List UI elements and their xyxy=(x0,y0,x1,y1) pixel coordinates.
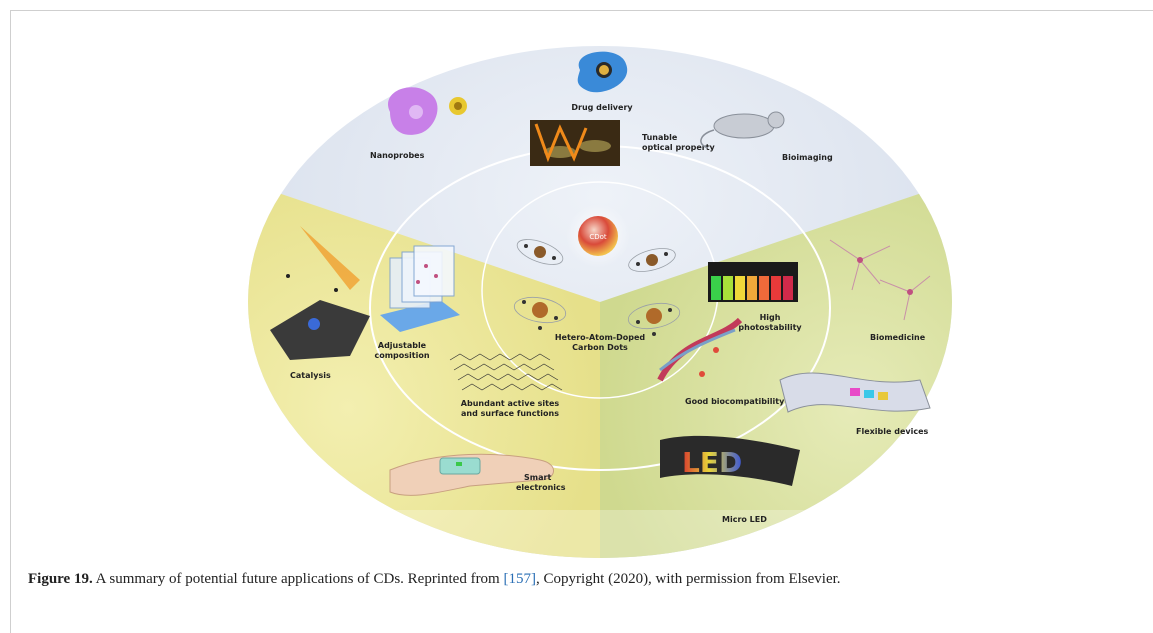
figure-label: Figure 19. xyxy=(28,571,93,587)
adjustable-composition-icon xyxy=(380,245,460,332)
cdot-badge: CDot xyxy=(589,233,607,241)
flexible-devices-icon xyxy=(779,372,931,413)
drug-delivery-cell-icon xyxy=(577,51,628,93)
photostability-vials-icon xyxy=(708,262,798,302)
caption-text-after: , Copyright (2020), with permission from… xyxy=(535,571,841,587)
catalysis-surface-icon xyxy=(270,226,370,360)
tunable-optical-image xyxy=(530,120,620,166)
catalysis-label: Catalysis xyxy=(290,371,331,380)
abundant-line1: Abundant active sites xyxy=(461,399,560,408)
micro-led-icon: LED xyxy=(660,435,800,486)
smart-line2: electronics xyxy=(516,483,566,492)
flexible-label: Flexible devices xyxy=(856,427,928,436)
caption-text-before: A summary of potential future applicatio… xyxy=(92,571,504,587)
drug-delivery-label: Drug delivery xyxy=(571,103,633,112)
atom-icons xyxy=(513,239,681,336)
high-photo-line1: High xyxy=(760,313,781,322)
bioimaging-mouse-icon xyxy=(700,111,785,149)
citation-link[interactable]: [157] xyxy=(503,571,536,587)
adjustable-line1: Adjustable xyxy=(378,341,427,350)
dna-helix-icon xyxy=(657,317,743,382)
atom-icon xyxy=(513,296,567,330)
led-text: LED xyxy=(682,446,742,479)
biomedicine-neurons-icon xyxy=(829,239,931,321)
diagram-svg: CDot Hetero-Ato xyxy=(248,46,952,558)
abundant-line2: and surface functions xyxy=(461,409,559,418)
smart-electronics-hand-icon xyxy=(389,453,554,496)
center-title-line2: Carbon Dots xyxy=(572,343,628,352)
cd-applications-diagram: CDot Hetero-Ato xyxy=(240,40,960,560)
micro-led-label: Micro LED xyxy=(722,515,767,524)
smart-line1: Smart xyxy=(524,473,551,482)
graphene-sheet-icon xyxy=(449,353,563,391)
tunable-line2: optical property xyxy=(642,143,716,152)
atom-icon xyxy=(628,248,676,272)
center-title-line1: Hetero-Atom-Doped xyxy=(555,333,646,342)
background-sectors xyxy=(248,46,952,558)
nanoprobes-label: Nanoprobes xyxy=(370,151,425,160)
atom-icon xyxy=(627,302,681,336)
cdot-sphere-icon xyxy=(578,216,618,256)
biomedicine-label: Biomedicine xyxy=(870,333,926,342)
tunable-line1: Tunable xyxy=(642,133,678,142)
adjustable-line2: composition xyxy=(374,351,429,360)
good-bio-label: Good biocompatibility xyxy=(685,397,785,406)
high-photo-line2: photostability xyxy=(738,323,802,332)
figure-caption: Figure 19. A summary of potential future… xyxy=(28,569,1128,590)
bioimaging-label: Bioimaging xyxy=(782,153,833,162)
nanoprobes-icon xyxy=(388,87,467,135)
atom-icon xyxy=(516,239,564,265)
figure-frame xyxy=(10,10,1153,633)
